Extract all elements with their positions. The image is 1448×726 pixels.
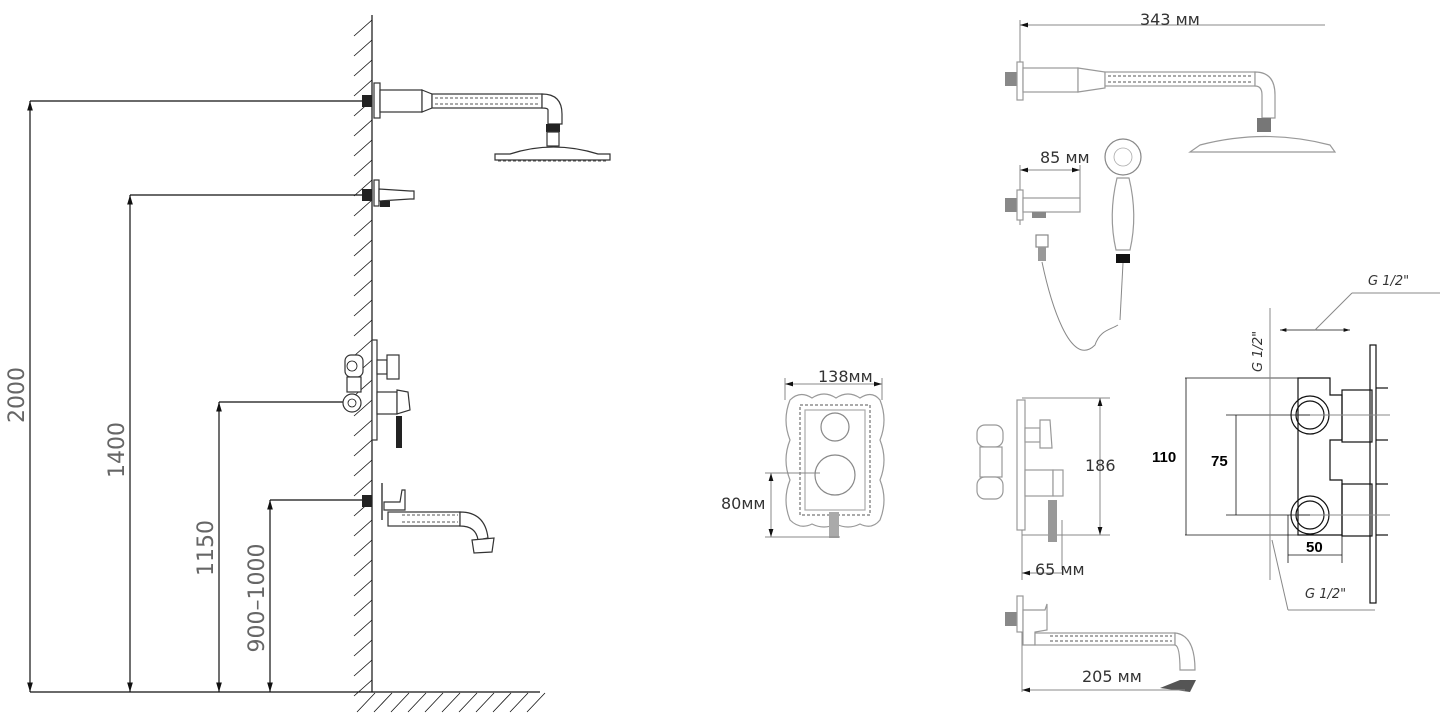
- hatch-line: [353, 659, 373, 677]
- floor-hatching: [356, 692, 546, 713]
- height-label-mixer: 1150: [194, 520, 219, 576]
- hatch-line: [353, 579, 373, 597]
- wall-elevation: 2000 1400 1150 900–1000: [5, 15, 611, 713]
- hatch-line: [353, 399, 373, 417]
- plate-offset-label: 80мм: [721, 494, 766, 513]
- holder-length-label: 85 мм: [1040, 148, 1090, 167]
- hatch-line: [390, 692, 410, 713]
- hatch-line: [353, 439, 373, 457]
- height-dimension-2000: 2000: [5, 100, 362, 692]
- mixer-depth-label: 65 мм: [1035, 560, 1085, 579]
- hatch-line: [353, 19, 373, 37]
- thread-label-top: G 1/2": [1368, 274, 1409, 289]
- thread-label-side: G 1/2": [1251, 331, 1266, 372]
- spout-dimensions: 205 мм: [1005, 595, 1196, 693]
- plate-width-label: 138мм: [818, 367, 873, 386]
- hatch-line: [373, 692, 393, 713]
- height-label-overhead: 2000: [5, 367, 30, 423]
- hatch-line: [353, 479, 373, 497]
- hatch-line: [353, 39, 373, 57]
- cover-plate-dimensions: 138мм 80мм: [721, 367, 885, 538]
- mixer-drawing: [342, 339, 411, 448]
- arm-length-label: 343 мм: [1140, 10, 1200, 29]
- mixer-height-label: 186: [1085, 456, 1116, 475]
- thread-label-bottom: G 1/2": [1305, 587, 1346, 602]
- connection-height-label: 110: [1152, 449, 1176, 466]
- overhead-shower-drawing: [362, 82, 611, 162]
- hatch-line: [353, 319, 373, 337]
- hatch-line: [492, 692, 512, 713]
- hatch-line: [353, 139, 373, 157]
- hatch-line: [526, 692, 546, 713]
- hatch-line: [356, 692, 376, 713]
- hatch-line: [353, 639, 373, 657]
- connection-dimensions: 110 75 50 G 1/2" G 1/2" G 1/2": [1152, 274, 1440, 611]
- height-label-holder: 1400: [105, 422, 130, 478]
- hatch-line: [353, 339, 373, 357]
- hatch-line: [353, 199, 373, 217]
- hatch-line: [424, 692, 444, 713]
- hatch-line: [407, 692, 427, 713]
- height-dimension-spout: 900–1000: [245, 499, 362, 692]
- wall-hatching: [353, 19, 373, 697]
- hatch-line: [353, 559, 373, 577]
- hatch-line: [509, 692, 529, 713]
- hatch-line: [353, 179, 373, 197]
- height-dimension-1400: 1400: [105, 194, 362, 692]
- hatch-line: [353, 379, 373, 397]
- hand-shower-dimensions: 85 мм: [1005, 138, 1142, 351]
- spout-length-label: 205 мм: [1082, 667, 1142, 686]
- hand-shower-holder-drawing: [362, 179, 415, 207]
- hatch-line: [353, 79, 373, 97]
- hatch-line: [353, 219, 373, 237]
- height-dimension-1150: 1150: [194, 401, 345, 692]
- hatch-line: [353, 279, 373, 297]
- hatch-line: [353, 419, 373, 437]
- hatch-line: [441, 692, 461, 713]
- hatch-line: [353, 259, 373, 277]
- hatch-line: [353, 519, 373, 537]
- mixer-body-dimensions: 186 65 мм: [976, 397, 1116, 580]
- connection-spacing-label: 75: [1211, 453, 1228, 470]
- spout-drawing: [362, 483, 495, 554]
- hatch-line: [353, 299, 373, 317]
- connection-depth-label: 50: [1306, 539, 1323, 556]
- hatch-line: [353, 59, 373, 77]
- hatch-line: [353, 239, 373, 257]
- hatch-line: [353, 679, 373, 697]
- height-label-spout: 900–1000: [245, 544, 270, 653]
- hatch-line: [353, 539, 373, 557]
- shower-arm-dimensions: 343 мм: [1005, 10, 1337, 153]
- hatch-line: [353, 159, 373, 177]
- hatch-line: [353, 599, 373, 617]
- hatch-line: [475, 692, 495, 713]
- hatch-line: [353, 459, 373, 477]
- hatch-line: [353, 619, 373, 637]
- hatch-line: [458, 692, 478, 713]
- hatch-line: [353, 119, 373, 137]
